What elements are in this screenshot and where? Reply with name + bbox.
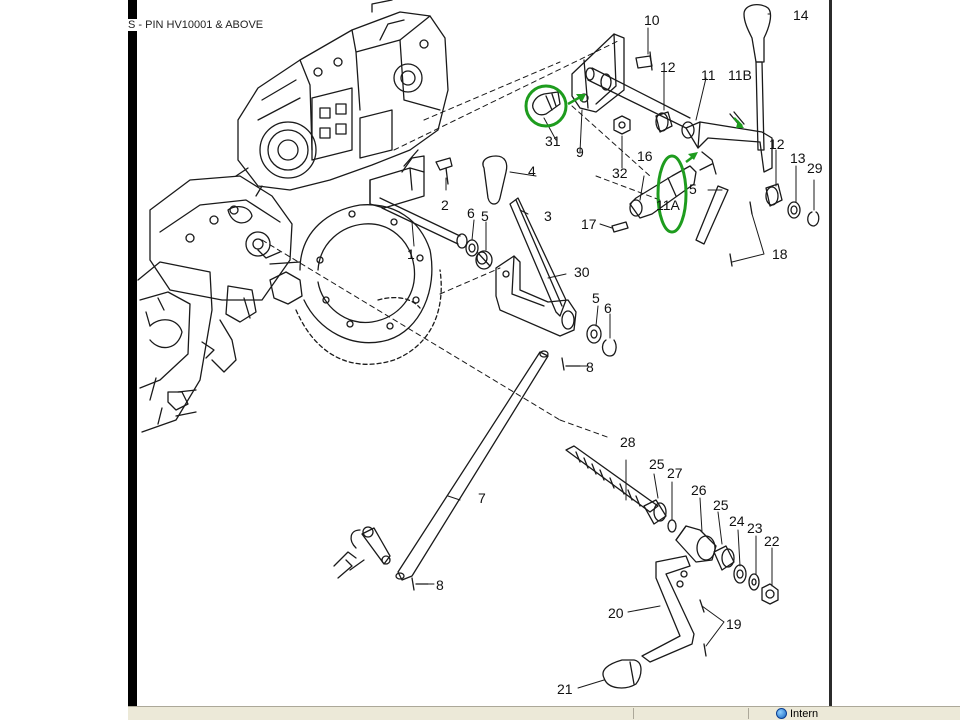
window-frame-left bbox=[128, 0, 137, 706]
washer-5-lower bbox=[586, 324, 602, 344]
bushing-12-lower bbox=[765, 183, 783, 207]
callout-label: 12 bbox=[769, 136, 785, 152]
callout-label: 9 bbox=[576, 144, 584, 160]
callout-labels: 1 2 3 4 5 5 5 6 6 7 8 8 8 9 10 11 11A 11… bbox=[407, 7, 823, 697]
nut-22 bbox=[761, 583, 779, 605]
parts-diagram: 1 2 3 4 5 5 5 6 6 7 8 8 8 9 10 11 11A 11… bbox=[137, 0, 829, 706]
leader-lines bbox=[261, 39, 661, 439]
callout-label: 21 bbox=[557, 681, 573, 697]
clip-29 bbox=[807, 211, 820, 227]
callout-label: 6 bbox=[467, 205, 475, 221]
lever-20 bbox=[641, 555, 695, 663]
callout-label: 11 bbox=[701, 67, 716, 83]
rod-7 bbox=[395, 350, 549, 581]
callout-label: 24 bbox=[729, 513, 745, 529]
bracket-9 bbox=[571, 33, 625, 113]
pin-11b bbox=[729, 111, 745, 127]
pins-18 bbox=[729, 201, 753, 267]
flange-plate bbox=[295, 204, 442, 365]
callout-label: 20 bbox=[608, 605, 624, 621]
callout-label: 32 bbox=[612, 165, 628, 181]
callout-label: 5 bbox=[592, 290, 600, 306]
collar-25-left bbox=[643, 499, 667, 525]
callout-label: 31 bbox=[545, 133, 561, 149]
callout-label: 12 bbox=[660, 59, 676, 75]
window-frame-right bbox=[829, 0, 832, 706]
washer-24 bbox=[733, 564, 747, 584]
callout-label: 14 bbox=[793, 7, 809, 23]
callout-label: 29 bbox=[807, 160, 823, 176]
knob-4 bbox=[482, 155, 508, 205]
browser-status-bar: Intern bbox=[128, 706, 960, 720]
callout-label: 27 bbox=[667, 465, 683, 481]
lower-arm-linkage bbox=[333, 526, 391, 579]
callout-label: 2 bbox=[441, 197, 449, 213]
callout-label: 10 bbox=[644, 12, 660, 28]
callout-label: 22 bbox=[764, 533, 780, 549]
callout-label: 11B bbox=[728, 67, 752, 83]
shaft-28 bbox=[565, 445, 659, 513]
callout-label: 23 bbox=[747, 520, 763, 536]
callout-label: 1 bbox=[407, 246, 415, 262]
callout-label: 8 bbox=[436, 577, 444, 593]
pin-31 bbox=[532, 91, 561, 116]
bolt-2 bbox=[435, 157, 453, 185]
callout-label: 8 bbox=[586, 359, 594, 375]
callout-label: 4 bbox=[528, 163, 536, 179]
bushing-12-upper bbox=[655, 111, 673, 133]
zone-label: Intern bbox=[790, 707, 819, 720]
nut-32 bbox=[613, 115, 631, 135]
callout-label: 25 bbox=[713, 497, 729, 513]
ring-27 bbox=[667, 519, 677, 533]
callout-label: 28 bbox=[620, 434, 636, 450]
arm-11 bbox=[681, 121, 773, 173]
callout-label: 17 bbox=[581, 216, 597, 232]
shaft-1 bbox=[369, 149, 468, 249]
callout-label: 16 bbox=[637, 148, 653, 164]
callout-leaders bbox=[411, 13, 815, 689]
status-bar-pane bbox=[633, 708, 774, 719]
page-margin bbox=[0, 0, 128, 720]
link-15 bbox=[695, 151, 729, 245]
callout-label: 7 bbox=[478, 490, 486, 506]
callout-label: 5 bbox=[689, 181, 697, 197]
transmission-housing bbox=[235, 0, 449, 197]
globe-icon bbox=[776, 708, 787, 719]
bolt-10 bbox=[635, 51, 653, 71]
shaft-11 bbox=[585, 67, 691, 129]
pin-8-lower bbox=[411, 577, 429, 591]
callout-label: 5 bbox=[481, 208, 489, 224]
status-bar-pane bbox=[748, 708, 769, 719]
callout-label: 25 bbox=[649, 456, 665, 472]
callout-label: 6 bbox=[604, 300, 612, 316]
page-caption: S - PIN HV10001 & ABOVE bbox=[128, 19, 266, 31]
collar-25-right bbox=[713, 545, 735, 571]
washer-23 bbox=[748, 573, 760, 591]
callout-label: 3 bbox=[544, 208, 552, 224]
highlight-arrowheads bbox=[576, 94, 744, 160]
hub-26 bbox=[675, 525, 717, 563]
callout-label: 26 bbox=[691, 482, 707, 498]
bushing-5-upper bbox=[475, 250, 493, 270]
callout-label: 18 bbox=[772, 246, 788, 262]
knob-21 bbox=[602, 659, 642, 689]
bracket-30 bbox=[495, 255, 577, 337]
link-16 bbox=[629, 165, 697, 219]
pin-8-mid bbox=[561, 357, 581, 371]
callout-label: 30 bbox=[574, 264, 590, 280]
security-zone-indicator[interactable]: Intern bbox=[776, 707, 818, 720]
lever-3 bbox=[509, 197, 567, 317]
rear-axle-housing bbox=[137, 175, 303, 433]
pin-17 bbox=[611, 221, 629, 233]
washer-6-upper bbox=[465, 239, 479, 257]
washer-13 bbox=[787, 201, 801, 219]
clip-6-lower bbox=[601, 339, 617, 357]
lever-14 bbox=[743, 3, 772, 151]
callout-label: 13 bbox=[790, 150, 806, 166]
callout-label: 19 bbox=[726, 616, 742, 632]
callout-label: 11A bbox=[656, 197, 681, 213]
